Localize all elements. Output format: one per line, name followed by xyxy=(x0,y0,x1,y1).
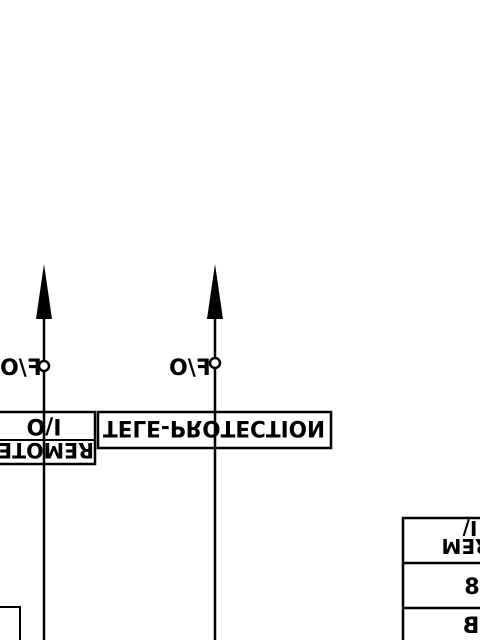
right-table-row-3: 8 xyxy=(464,575,479,600)
right-fo-label: F/O xyxy=(169,356,211,381)
bottom-left-partial-box xyxy=(0,606,21,640)
remote-io-line1: I/O xyxy=(27,413,62,438)
right-arrowhead-icon xyxy=(207,264,223,319)
right-table-row-4: B xyxy=(463,614,480,639)
right-table-row-1: I/ xyxy=(462,516,477,540)
left-fo-label: F/O xyxy=(0,356,42,381)
tele-protection-label: TELE-PROTECTION xyxy=(103,415,325,440)
right-table xyxy=(401,516,480,640)
remote-io-line2: REMOTE xyxy=(0,438,94,462)
left-connection-dot xyxy=(37,359,51,373)
remote-io-box xyxy=(0,410,97,466)
right-connection-dot xyxy=(208,356,222,370)
left-arrowhead-icon xyxy=(36,264,52,319)
right-table-row-2: REM xyxy=(442,534,480,558)
